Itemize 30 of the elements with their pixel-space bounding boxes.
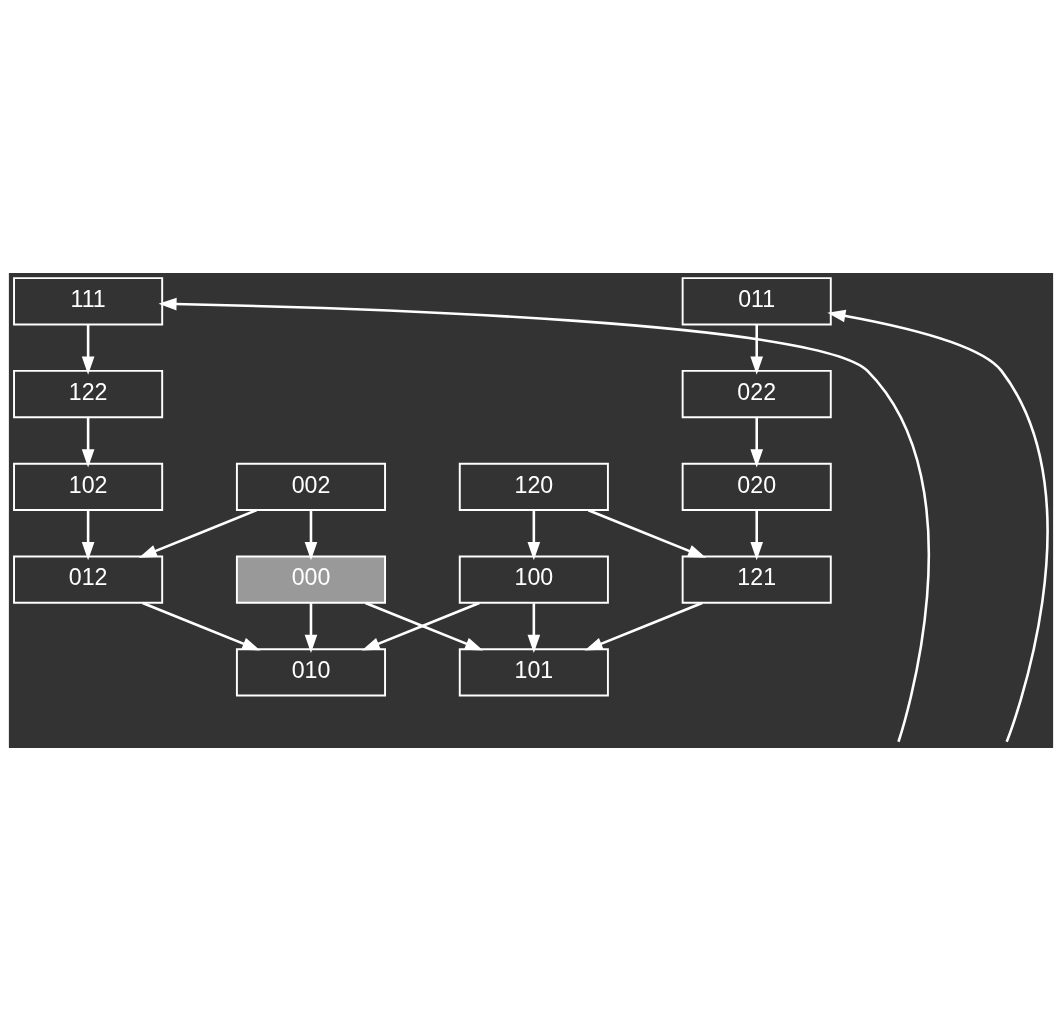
arrow: [138, 509, 257, 558]
node-box: 010: [235, 648, 387, 697]
node-box: 002: [235, 462, 387, 511]
arrow: [142, 601, 261, 651]
node-box: 022: [681, 369, 832, 419]
arrow: [750, 324, 764, 375]
node-box: 102: [13, 462, 164, 511]
arrow: [750, 510, 764, 561]
node-box: 020: [681, 462, 832, 511]
arrow: [81, 417, 95, 468]
arrow: [584, 601, 703, 651]
arrow: [527, 510, 541, 561]
arrow: [304, 603, 318, 653]
arrow: [81, 324, 95, 375]
arrow: [587, 509, 706, 558]
arrow: [527, 603, 541, 653]
node-box: 120: [458, 462, 609, 511]
arrow: [827, 309, 1049, 743]
node-box: 111: [13, 277, 164, 326]
node-box: 122: [13, 369, 164, 419]
arrow: [750, 417, 764, 468]
node-box: 121: [681, 555, 832, 604]
arrow: [304, 510, 318, 561]
node-box: 101: [458, 648, 609, 697]
node-box: 100: [458, 555, 609, 604]
arrow: [158, 297, 930, 743]
arrow: [81, 510, 95, 561]
node-box: 011: [681, 277, 832, 326]
node-box: 012: [13, 555, 164, 604]
node-box: 000: [235, 555, 387, 604]
